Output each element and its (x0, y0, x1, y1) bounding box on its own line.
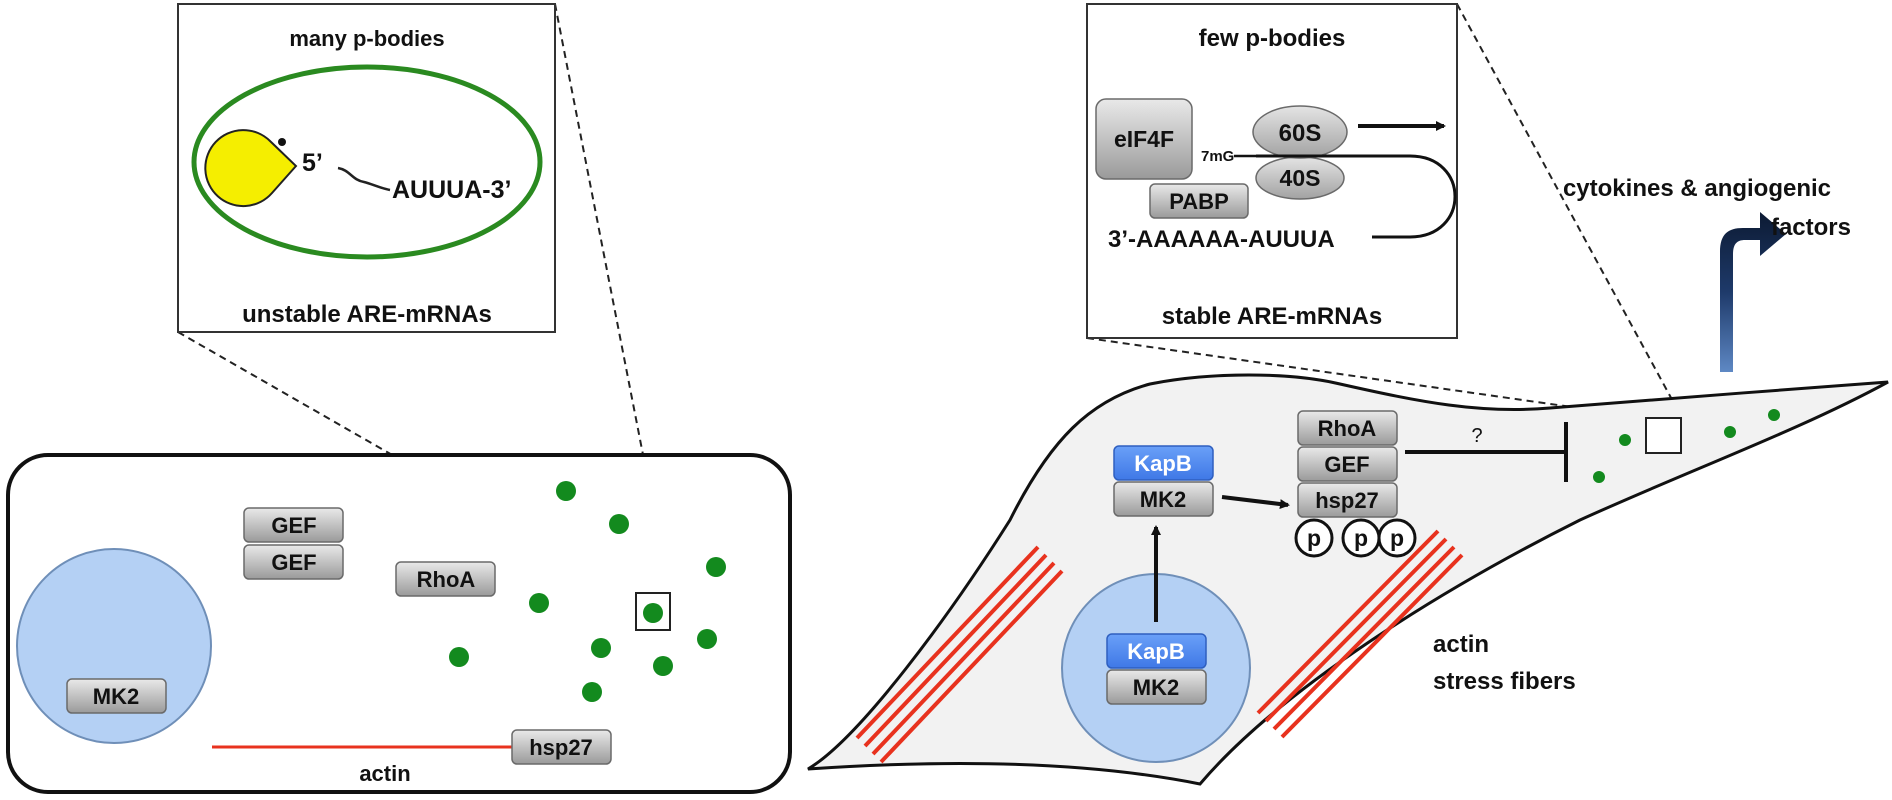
left-gef-bottom-box: GEF (243, 544, 344, 580)
ribosome-60s-label: 60S (1279, 120, 1322, 147)
p-body (706, 557, 726, 577)
right-inset: few p-bodies eIF4F PABP 7mG 40S 60S 3’-A… (1086, 3, 1458, 339)
nuclear-mk2-label: MK2 (1133, 675, 1179, 700)
p-body (643, 603, 663, 623)
p-body (591, 638, 611, 658)
nuclear-kapb-box: KapB (1106, 633, 1207, 669)
left-inset: many p-bodies 5’ AUUUA-3’ unstable ARE-m… (177, 3, 556, 333)
left-zoom-line-left (177, 331, 651, 604)
polya-label: 3’-AAAAAA-AUUUA (1108, 226, 1335, 253)
left-zoom-region (635, 592, 671, 631)
nuclear-kapb-label: KapB (1127, 639, 1184, 664)
pabp-label: PABP (1169, 189, 1229, 214)
right-p-bodies (1593, 409, 1780, 483)
mrna-loop (1256, 154, 1457, 239)
p-body (556, 481, 576, 501)
phospho-label-1: p (1307, 525, 1321, 551)
left-mk2-box: MK2 (66, 678, 167, 714)
right-actin-stress-fibers-right (1256, 529, 1464, 739)
right-hsp27-box: hsp27 (1297, 482, 1398, 518)
pacman-eye-icon (278, 138, 286, 146)
left-mrna-tail-label: AUUUA-3’ (392, 176, 511, 204)
eif4f-box: eIF4F (1095, 98, 1193, 180)
left-inset-caption: unstable ARE-mRNAs (242, 301, 492, 328)
pabp-box: PABP (1149, 183, 1249, 219)
p-body (529, 593, 549, 613)
left-hsp27-label: hsp27 (529, 735, 593, 760)
left-inset-title: many p-bodies (289, 26, 444, 51)
right-zoom-line-right (1456, 3, 1683, 419)
cytoplasmic-kapb-box: KapB (1113, 445, 1214, 481)
phospho-group-3: p (1377, 518, 1417, 558)
cytoplasmic-kapb-label: KapB (1134, 451, 1191, 476)
left-mk2-label: MK2 (93, 684, 139, 709)
left-cell-membrane (6, 453, 792, 794)
actin-label-line1: actin (1433, 631, 1489, 658)
left-hsp27-box: hsp27 (511, 729, 612, 765)
cytokines-label-line2: factors (1771, 214, 1851, 241)
phospho-group-1: p (1294, 518, 1334, 558)
left-rhoa-box: RhoA (395, 561, 496, 597)
p-body (697, 629, 717, 649)
left-rhoa-label: RhoA (417, 567, 476, 592)
ribosome-40s-label: 40S (1280, 165, 1321, 191)
cytoplasmic-mk2-label: MK2 (1140, 487, 1186, 512)
left-zoom-line-right (554, 3, 671, 594)
cytokines-label-line1: cytokines & angiogenic (1563, 175, 1831, 202)
decay-enzyme-pacman-icon (204, 129, 298, 207)
eif4f-label: eIF4F (1114, 126, 1174, 152)
mk2-to-hsp27-arrow (1221, 495, 1290, 510)
mrna-strand-left (337, 166, 391, 192)
right-gef-box: GEF (1297, 446, 1398, 482)
phospho-label-3: p (1390, 525, 1404, 551)
ribosome-60s (1252, 105, 1348, 159)
p-body (449, 647, 469, 667)
p-body (609, 514, 629, 534)
cap-label: 7mG (1201, 148, 1234, 165)
p-body-outline (191, 64, 543, 260)
left-gef-top-label: GEF (271, 513, 316, 538)
cytoplasmic-mk2-box: MK2 (1113, 481, 1214, 517)
left-five-prime-label: 5’ (302, 149, 323, 177)
left-p-bodies (449, 481, 726, 702)
left-actin-label: actin (359, 761, 410, 786)
secretion-arrow-icon (1720, 212, 1786, 372)
p-body (1593, 471, 1605, 483)
right-inset-caption: stable ARE-mRNAs (1162, 303, 1383, 330)
right-zoom-region (1645, 417, 1682, 454)
inhibition-question-mark: ? (1471, 425, 1482, 447)
right-hsp27-label: hsp27 (1315, 488, 1379, 513)
actin-label-line2: stress fibers (1433, 668, 1576, 695)
p-body (1619, 434, 1631, 446)
nuclear-mk2-box: MK2 (1106, 669, 1207, 705)
left-nucleus (16, 548, 212, 744)
phospho-group-2: p (1341, 518, 1381, 558)
right-inset-title: few p-bodies (1199, 25, 1346, 52)
right-rhoa-label: RhoA (1318, 416, 1377, 441)
left-gef-top-box: GEF (243, 507, 344, 543)
p-body (653, 656, 673, 676)
right-rhoa-box: RhoA (1297, 410, 1398, 446)
left-gef-bottom-label: GEF (271, 550, 316, 575)
p-body (1768, 409, 1780, 421)
phospho-label-2: p (1354, 525, 1368, 551)
right-actin-stress-fibers-left (855, 545, 1064, 764)
right-gef-label: GEF (1324, 452, 1369, 477)
p-body (582, 682, 602, 702)
p-body (1724, 426, 1736, 438)
